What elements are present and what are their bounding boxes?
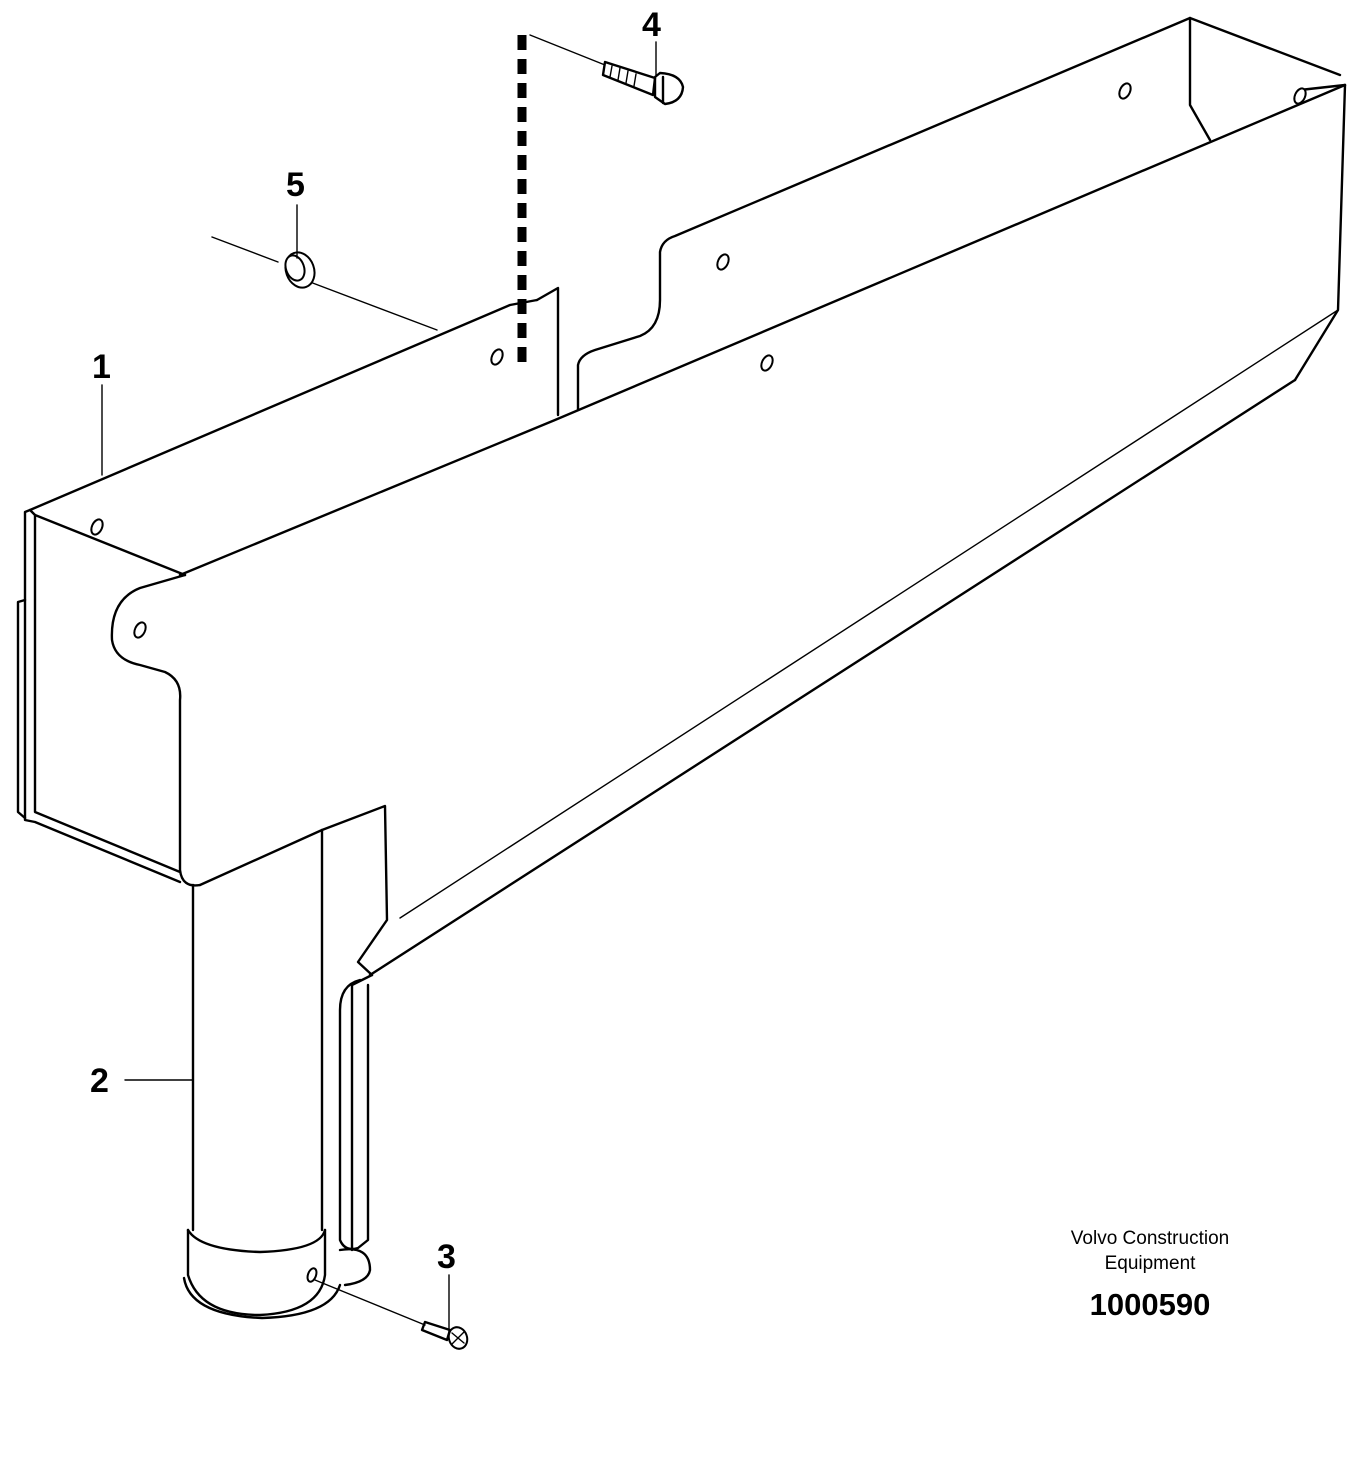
callout-5: 5 <box>286 166 305 204</box>
callout-4: 4 <box>642 6 661 44</box>
manufacturer-line-2: Equipment <box>1104 1253 1196 1274</box>
drawing-number: 1000590 <box>1089 1287 1211 1322</box>
screw-part <box>314 1279 469 1350</box>
callout-3: 3 <box>437 1238 456 1276</box>
leader-lines <box>101 41 657 1333</box>
bolt-part <box>517 34 685 365</box>
callout-2: 2 <box>90 1062 109 1100</box>
callout-1: 1 <box>92 348 111 386</box>
trough-guard-part <box>16 16 1347 1252</box>
manufacturer-line-1: Volvo Construction <box>1070 1228 1230 1249</box>
washer-part <box>211 236 438 331</box>
downpipe-part <box>182 828 372 1320</box>
